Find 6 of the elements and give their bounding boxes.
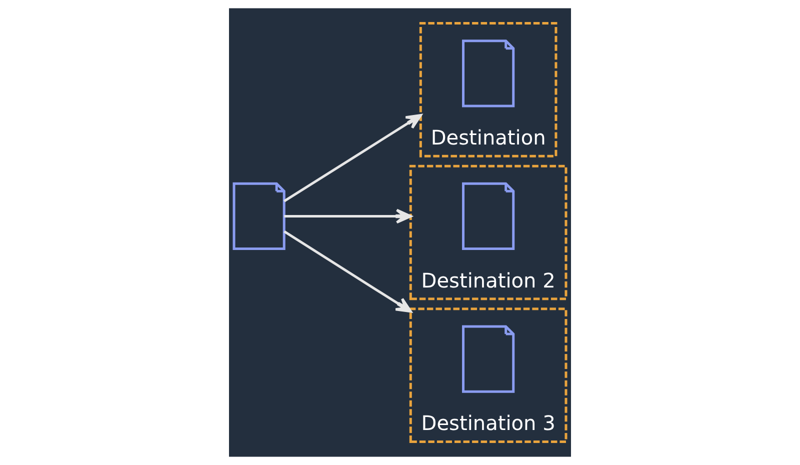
cluster: Destination <box>419 22 558 158</box>
arrow <box>284 230 412 313</box>
arrow <box>284 114 422 202</box>
arrow <box>284 208 412 224</box>
cluster: Destination 2 <box>409 164 568 300</box>
cluster: Destination 3 <box>409 308 568 443</box>
